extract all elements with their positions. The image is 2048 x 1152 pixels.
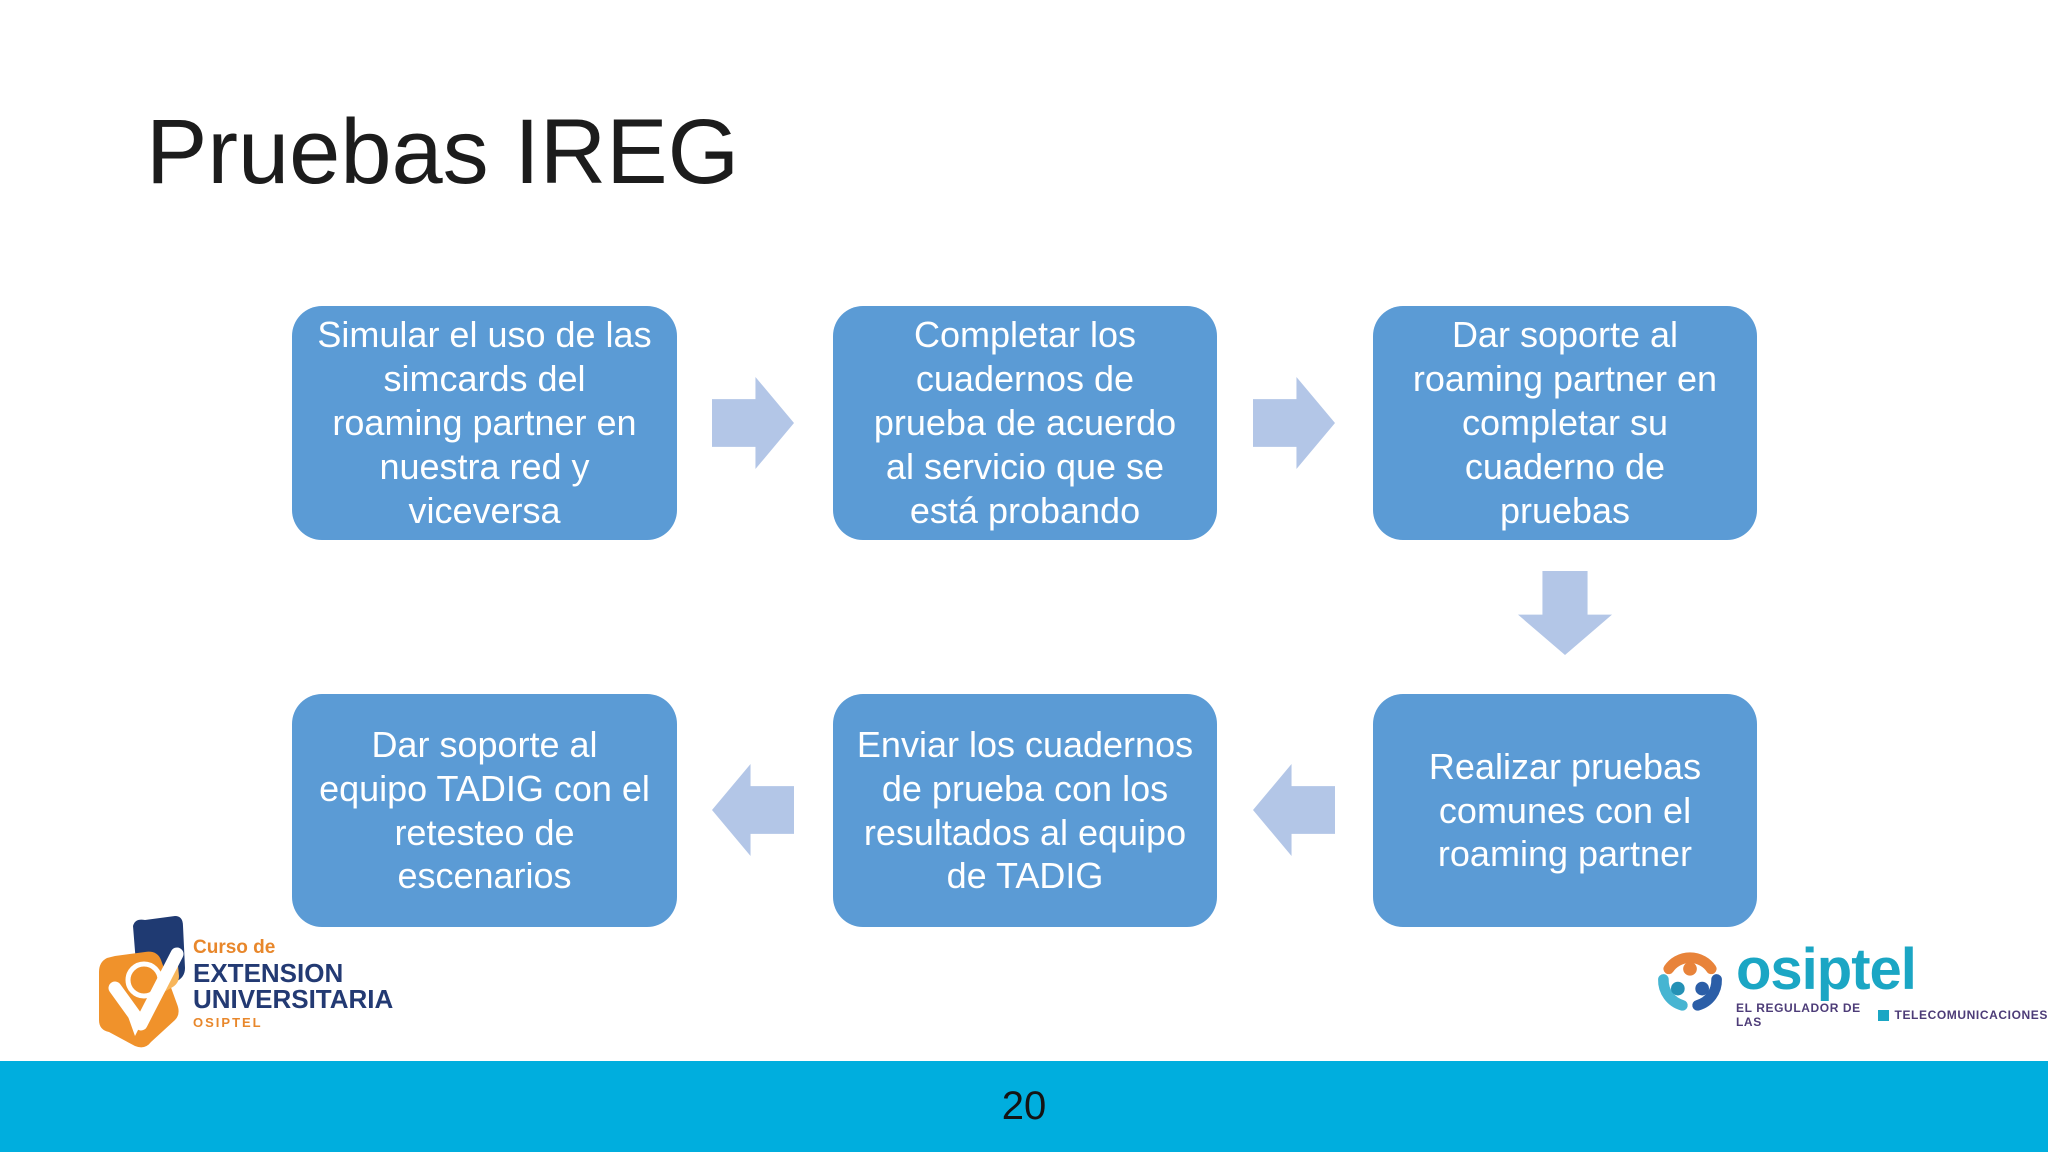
arrow-left-icon [1253,764,1335,856]
logo-line-curso-de: Curso de [193,937,276,958]
flow-step-1: Simular el uso de las simcards del roami… [292,306,677,540]
osiptel-wordmark: osiptel EL REGULADOR DE LAS TELECOMUNICA… [1736,937,2048,1029]
flow-step-5: Enviar los cuadernos de prueba con los r… [833,694,1217,927]
arrow-down-icon [1518,571,1612,655]
flow-step-6: Dar soporte al equipo TADIG con el retes… [292,694,677,927]
extension-universitaria-wordmark: Curso de EXTENSION UNIVERSITARIA OSIPTEL [193,938,393,1030]
arrow-right-icon [712,377,794,469]
logo-line-universitaria: UNIVERSITARIA [193,983,394,1014]
page-number: 20 [1001,1084,1047,1128]
flow-step-1-label: Simular el uso de las simcards del roami… [317,314,652,531]
arrow-left-icon [712,764,794,856]
flow-step-3-label: Dar soporte al roaming partner en comple… [1412,314,1718,531]
flow-step-5-label: Enviar los cuadernos de prueba con los r… [856,723,1194,897]
osiptel-ring-icon [1652,942,1728,1025]
tagline-square-icon [1877,1009,1889,1021]
tagline-left-text: EL REGULADOR DE LAS [1736,1001,1861,1030]
osiptel-brand-text: osiptel [1736,937,1917,1002]
flow-step-4: Realizar pruebas comunes con el roaming … [1373,694,1757,927]
flow-step-2: Completar los cuadernos de prueba de acu… [833,306,1217,540]
page-title: Pruebas IREG [146,101,740,203]
extension-universitaria-emblem-icon [95,916,187,1053]
curso-extension-universitaria-logo: Curso de EXTENSION UNIVERSITARIA OSIPTEL [95,916,393,1053]
flow-step-3: Dar soporte al roaming partner en comple… [1373,306,1757,540]
flow-step-6-label: Dar soporte al equipo TADIG con el retes… [319,723,650,897]
footer-bar: 20 [0,1061,2048,1152]
arrow-right-icon [1253,377,1335,469]
osiptel-tagline: EL REGULADOR DE LAS TELECOMUNICACIONES [1736,1001,2048,1029]
logo-line-extension: EXTENSION [193,957,344,988]
tagline-right-text: TELECOMUNICACIONES [1894,1008,2048,1023]
flow-step-4-label: Realizar pruebas comunes con el roaming … [1428,745,1702,875]
osiptel-logo: osiptel EL REGULADOR DE LAS TELECOMUNICA… [1652,937,2048,1029]
logo-line-osiptel: OSIPTEL [193,1014,263,1030]
flow-step-2-label: Completar los cuadernos de prueba de acu… [873,314,1177,531]
